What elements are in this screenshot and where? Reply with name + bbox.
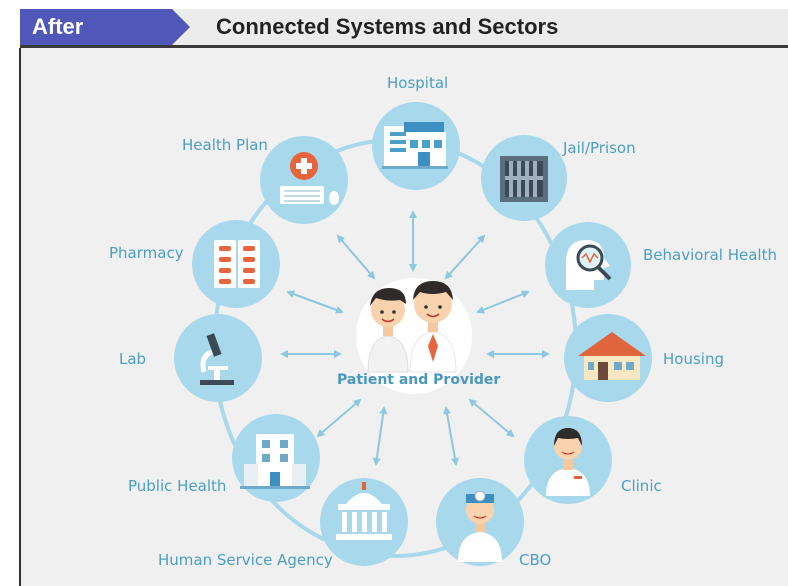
arrow-pharmacy xyxy=(286,290,344,314)
after-tag: After xyxy=(32,14,84,39)
clinic-node xyxy=(524,416,612,504)
label-housing: Housing xyxy=(663,350,724,368)
house-icon xyxy=(578,332,646,380)
jail-node xyxy=(481,135,567,221)
arrow-cbo xyxy=(443,406,459,466)
arrow-human-service xyxy=(372,406,388,466)
patient-icon xyxy=(367,288,409,373)
head-magnifier-icon xyxy=(566,240,612,290)
pharmacy-node xyxy=(192,220,280,308)
label-lab: Lab xyxy=(119,350,147,368)
arrow-jail xyxy=(444,234,486,280)
medical-computer-icon xyxy=(280,152,339,205)
human-service-agency-node xyxy=(320,478,408,566)
patient-provider-node xyxy=(356,278,472,394)
cbo-node xyxy=(436,478,524,566)
hospital-node xyxy=(372,102,460,190)
label-human-service-agency: Human Service Agency xyxy=(158,551,333,569)
health-plan-node xyxy=(260,136,348,224)
after-tag-shape xyxy=(20,9,190,45)
behavioral-health-node xyxy=(545,222,631,308)
provider-icon xyxy=(409,281,457,373)
page-title: Connected Systems and Sectors xyxy=(216,14,559,39)
label-cbo: CBO xyxy=(519,551,552,569)
label-health-plan: Health Plan xyxy=(182,136,268,154)
public-health-node xyxy=(232,414,320,502)
doctor-icon xyxy=(458,490,502,562)
office-building-icon xyxy=(240,434,310,489)
label-patient-provider: Patient and Provider xyxy=(337,372,501,388)
label-behavioral-health: Behavioral Health xyxy=(643,246,777,264)
lab-node xyxy=(174,314,262,402)
microscope-icon xyxy=(200,333,234,385)
prison-bars-icon xyxy=(500,156,548,202)
label-public-health: Public Health xyxy=(128,477,227,495)
hospital-icon xyxy=(382,122,448,169)
arrow-behavioral xyxy=(476,290,530,314)
government-building-icon xyxy=(336,482,392,540)
nurse-icon xyxy=(546,428,590,496)
label-clinic: Clinic xyxy=(621,477,662,495)
housing-node xyxy=(564,314,652,402)
header: After Connected Systems and Sectors xyxy=(0,0,788,48)
header-divider xyxy=(20,45,788,48)
connection-arrows xyxy=(280,210,550,466)
label-pharmacy: Pharmacy xyxy=(109,244,184,262)
label-hospital: Hospital xyxy=(387,74,449,92)
arrow-public-health xyxy=(316,398,362,438)
arrow-health-plan xyxy=(336,234,376,280)
label-jail: Jail/Prison xyxy=(563,139,636,157)
arrow-clinic xyxy=(468,398,515,438)
pill-pack-icon xyxy=(214,240,260,288)
